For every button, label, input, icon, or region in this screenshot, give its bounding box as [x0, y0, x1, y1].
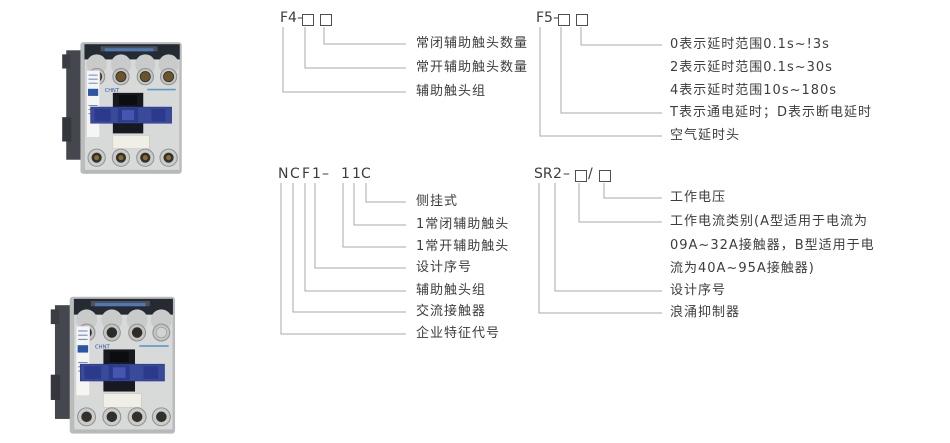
top-blue-strip [104, 48, 154, 52]
white-label-strip [112, 135, 150, 149]
connector-ncf1-char-f [304, 183, 406, 292]
connector-f5-box1 [560, 27, 662, 114]
white-label-strip [103, 393, 142, 408]
ncf1-char-dash: – [322, 166, 329, 182]
connector-f5-stem [539, 27, 662, 137]
center-notch [118, 94, 138, 106]
connector-sr2-box2 [603, 183, 662, 199]
connector-ncf1-char-1b [342, 183, 406, 248]
sr2-char-2: 2 [553, 166, 562, 182]
sr2-placeholder-box-2 [599, 170, 611, 182]
ncf1-char-f: F [302, 166, 311, 182]
top-terminal-shroud [76, 309, 172, 331]
rail-clip-bottom [50, 374, 61, 400]
connector-ncf1-char-n [280, 183, 406, 335]
connector-sr2-digit [554, 183, 662, 292]
bottom-terminals [77, 407, 171, 427]
label-one-nc-aux-contact: 1常闭辅助触头 [416, 217, 510, 232]
label-surge-suppressor: 浪涌抑制器 [670, 305, 741, 320]
rail-clip-top [62, 54, 71, 69]
label-aux-contact-group: 辅助触头组 [416, 84, 487, 99]
f5-placeholder-box-2 [576, 14, 588, 26]
connector-ncf1-char-1a [314, 183, 406, 269]
side-label-sticker [86, 70, 100, 138]
bottom-edge [73, 429, 173, 433]
ncf1-char-c1: C [290, 166, 300, 182]
label-delay-type: T表示通电延时；D表示断电延时 [670, 105, 872, 120]
connector-ncf1-char-c2 [365, 183, 406, 203]
top-terminal-shroud [86, 54, 179, 75]
connector-f4-box1 [304, 27, 406, 69]
label-design-serial: 设计序号 [416, 260, 473, 275]
label-design-serial-2: 设计序号 [670, 283, 727, 298]
connector-f5-box2 [580, 27, 662, 46]
top-terminals [77, 323, 171, 342]
side-label-sticker [75, 325, 90, 397]
connector-ncf1-char-1c [353, 183, 406, 226]
rail-clip-top [50, 309, 60, 325]
sr2-char-sr: SR [534, 166, 553, 182]
ncf1-char-n: N [278, 166, 289, 182]
bottom-edge [84, 169, 180, 173]
sr2-placeholder-box-1 [575, 170, 587, 182]
chnt-logo: CHNT [95, 344, 111, 350]
label-current-category-line2: 09A~32A接触器，B型适用于电 [670, 238, 875, 253]
label-enterprise-code: 企业特征代号 [416, 326, 501, 341]
label-working-voltage: 工作电压 [670, 190, 727, 205]
contactor-photo-top: CHNT [62, 42, 182, 174]
face-blue-line [139, 345, 169, 347]
f5-code: F5– [536, 10, 560, 26]
blue-slider [90, 106, 172, 124]
label-current-category-line1: 工作电流类别(A型适用于电流为 [670, 214, 868, 229]
rail-clip-bottom [62, 117, 72, 142]
label-nc-aux-contact-count: 常闭辅助触头数量 [416, 36, 529, 51]
face-blue-line [147, 88, 176, 91]
ncf1-char-1c: 1 [352, 166, 361, 182]
connector-ncf1-char-c1 [292, 183, 406, 313]
label-air-delay-head: 空气延时头 [670, 128, 741, 143]
label-side-mount: 侧挂式 [416, 194, 459, 209]
top-blue-strip [94, 303, 146, 307]
label-aux-contact-group-2: 辅助触头组 [416, 283, 487, 298]
blue-slider [79, 363, 165, 382]
f4-placeholder-box-2 [320, 14, 332, 26]
connector-f4-box2 [323, 27, 406, 45]
label-delay-range-0: 0表示延时范围0.1s~!3s [670, 37, 830, 52]
chnt-logo: CHNT [105, 88, 120, 94]
connector-sr2-box1 [578, 183, 662, 223]
sr2-slash: / [588, 166, 593, 182]
contactor-photo-bottom: CHNT [50, 296, 176, 434]
ncf1-char-1b: 1 [341, 166, 350, 182]
label-no-aux-contact-count: 常开辅助触头数量 [416, 60, 529, 75]
bottom-terminals [87, 148, 178, 167]
f5-placeholder-box-1 [558, 14, 570, 26]
connector-sr2-stem [538, 183, 662, 314]
f4-code: F4– [280, 10, 304, 26]
label-one-no-aux-contact: 1常开辅助触头 [416, 239, 510, 254]
label-ac-contactor: 交流接触器 [416, 304, 487, 319]
label-delay-range-4: 4表示延时范围10s~180s [670, 83, 838, 98]
center-notch [109, 351, 129, 363]
sr2-char-dash: – [563, 166, 570, 182]
ncf1-char-1a: 1 [312, 166, 321, 182]
ncf1-char-c2: C [361, 166, 371, 182]
connector-f4-stem [282, 27, 406, 93]
label-current-category-line3: 流为40A~95A接触器) [670, 261, 815, 276]
label-delay-range-2: 2表示延时范围0.1s~30s [670, 60, 833, 75]
f4-placeholder-box-1 [302, 14, 314, 26]
